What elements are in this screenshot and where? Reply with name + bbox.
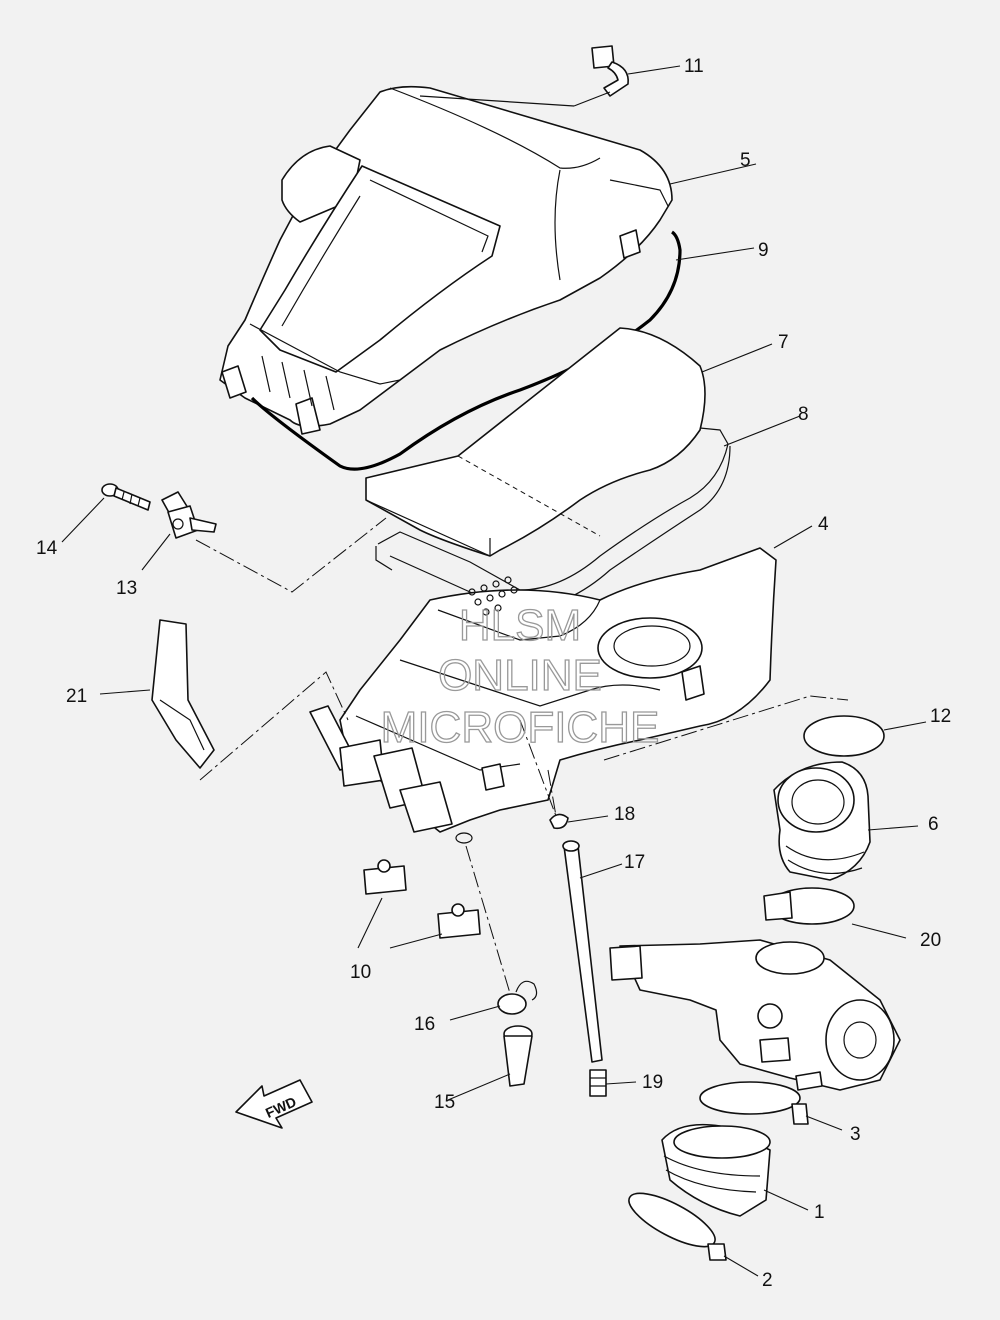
part-2-clamp <box>628 1192 727 1261</box>
callout-15: 15 <box>434 1092 455 1113</box>
part-11-clip <box>591 45 629 97</box>
part-6-joint <box>773 761 871 881</box>
part-21-bracket <box>151 619 215 769</box>
part-9-seal <box>250 230 682 471</box>
watermark-line-2: ONLINE <box>438 651 602 700</box>
part-15-drain <box>503 1025 533 1087</box>
callout-21: 21 <box>66 686 87 707</box>
part-17-hose <box>563 845 603 1063</box>
callout-2: 2 <box>762 1270 773 1291</box>
part-12-o-ring <box>803 715 885 757</box>
watermark: HLSM ONLINE MICROFICHE <box>380 600 660 752</box>
callout-8: 8 <box>798 404 809 425</box>
part-13-sensor <box>161 491 217 539</box>
callout-1: 1 <box>814 1202 825 1223</box>
part-14-screw <box>101 483 151 511</box>
leader-lines <box>61 65 927 1277</box>
watermark-line-1: HLSM <box>459 601 581 650</box>
callout-12: 12 <box>930 706 951 727</box>
mounting-line-13 <box>195 517 387 593</box>
callout-13: 13 <box>116 578 137 599</box>
callout-3: 3 <box>850 1124 861 1145</box>
part-18-clip <box>549 813 569 830</box>
mounting-line-18 <box>519 719 557 817</box>
callout-17: 17 <box>624 852 645 873</box>
part-7-filter-element <box>365 327 706 557</box>
part-10-dampers <box>363 859 481 939</box>
callout-20: 20 <box>920 930 941 951</box>
callout-7: 7 <box>778 332 789 353</box>
callout-18: 18 <box>614 804 635 825</box>
callout-10: 10 <box>350 962 371 983</box>
part-4-air-cleaner-case <box>309 547 777 844</box>
callouts: 11 5 9 7 8 4 12 6 20 3 1 2 17 18 19 15 1… <box>36 56 951 1291</box>
callout-4: 4 <box>818 514 829 535</box>
part-16-cap <box>497 980 538 1015</box>
part-1-joint <box>661 1123 771 1217</box>
callout-19: 19 <box>642 1072 663 1093</box>
watermark-line-3: MICROFICHE <box>381 703 660 752</box>
callout-14: 14 <box>36 538 58 559</box>
fwd-arrow: FWD <box>235 1079 313 1129</box>
callout-6: 6 <box>928 814 939 835</box>
part-19-plug <box>589 1069 607 1097</box>
part-5-air-cleaner-cover <box>219 85 673 435</box>
part-3-clamp <box>699 1081 809 1125</box>
callout-5: 5 <box>740 150 751 171</box>
callout-11: 11 <box>684 56 704 77</box>
part-20-clamp <box>763 887 855 925</box>
callout-9: 9 <box>758 240 769 261</box>
mounting-line-21 <box>199 671 349 781</box>
filter-holes <box>468 576 518 616</box>
throttle-body <box>609 939 901 1091</box>
callout-16: 16 <box>414 1014 435 1035</box>
